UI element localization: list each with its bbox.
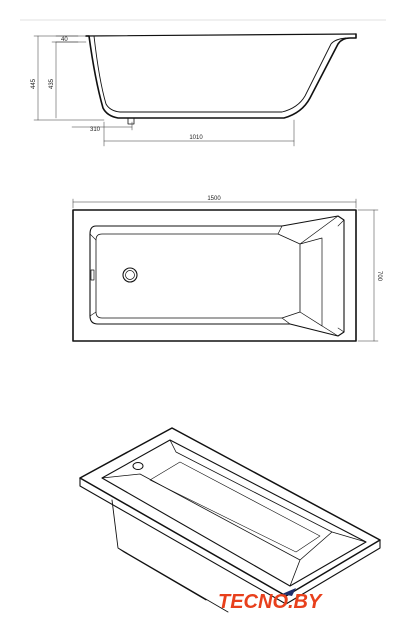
persp-basin-inner bbox=[101, 439, 367, 587]
dim-inner-height: 435 bbox=[49, 78, 55, 89]
persp-rim-front bbox=[79, 477, 381, 605]
top-corner-bevels bbox=[89, 219, 345, 333]
brand-logo-text: TECNO.BY bbox=[218, 591, 323, 613]
top-outer-rim bbox=[72, 209, 357, 342]
top-dimension-lines bbox=[72, 198, 379, 342]
drain-inner-ring-icon bbox=[125, 270, 135, 280]
side-inner-profile bbox=[93, 35, 347, 113]
persp-underbody bbox=[111, 499, 229, 613]
side-rim bbox=[85, 33, 357, 37]
brand-logo-accent-icon bbox=[282, 588, 296, 596]
side-dimension-lines bbox=[33, 35, 295, 147]
brand-logo-part1: TEC bbox=[218, 591, 259, 613]
top-basin-floor bbox=[95, 233, 301, 319]
side-drain-stub bbox=[127, 117, 135, 125]
perspective-view bbox=[79, 427, 381, 613]
persp-basin-floor bbox=[149, 461, 321, 553]
dim-width: 700 bbox=[376, 271, 382, 282]
side-view bbox=[33, 33, 357, 147]
persp-drain-icon bbox=[132, 462, 144, 470]
side-outer-profile bbox=[85, 33, 357, 119]
dim-bottom-length: 1010 bbox=[189, 135, 203, 141]
drain-icon bbox=[122, 267, 138, 283]
top-basin-outer bbox=[89, 215, 345, 337]
dim-length: 1500 bbox=[207, 196, 221, 202]
brand-logo-part2: NO.BY bbox=[258, 591, 323, 613]
brand-logo: TECNO.BY bbox=[218, 588, 323, 613]
top-backrest-lines bbox=[277, 215, 339, 337]
dim-outer-height: 445 bbox=[31, 78, 37, 89]
dim-drain-offset: 310 bbox=[90, 127, 101, 133]
dim-rim-thickness: 40 bbox=[61, 37, 68, 43]
top-view bbox=[72, 198, 379, 342]
overflow-icon bbox=[90, 269, 95, 281]
